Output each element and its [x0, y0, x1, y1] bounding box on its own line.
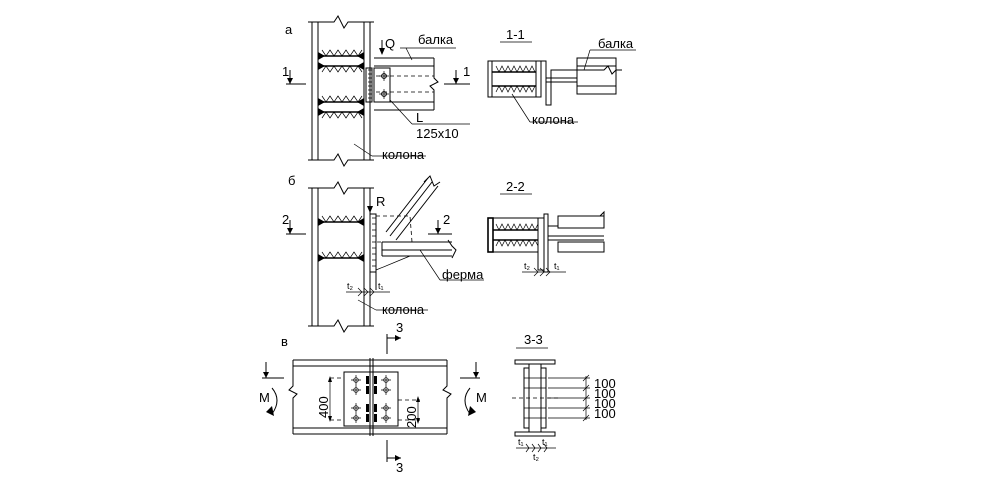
- view-b-column: [308, 181, 374, 333]
- view-a-load-label: Q: [385, 36, 395, 51]
- section-1-1-title: 1-1: [506, 27, 525, 42]
- view-a-beam: балка L 125x10: [365, 32, 470, 141]
- view-b-section-label-right: 2: [443, 212, 450, 227]
- view-a-angle-size-label: 125x10: [416, 126, 459, 141]
- view-b-t1-label: t₁: [378, 281, 384, 291]
- section-1-1-beam-label: балка: [598, 36, 634, 51]
- section-1-1: 1-1 балка колона: [487, 27, 636, 127]
- section-3-3-spacing-3: 100: [594, 396, 616, 411]
- section-3-3-t1b-label: t₁: [542, 437, 548, 447]
- section-3-3-spacing-2: 100: [594, 386, 616, 401]
- view-a-section-label-right: 1: [463, 64, 470, 79]
- view-v-dim-200: 200: [404, 396, 420, 428]
- section-2-2: 2-2 t₂ t₁: [487, 179, 605, 277]
- view-v-beam-splice: в: [259, 320, 487, 475]
- view-b-section-marker-right: 2: [428, 212, 452, 235]
- view-a-beam-label: балка: [418, 32, 454, 47]
- view-b-truss-to-column-connection: б 2 2: [282, 173, 484, 333]
- section-3-3-t1a-label: t₁: [518, 437, 524, 447]
- view-a-beam-to-column-connection: а: [282, 15, 470, 167]
- view-v-section-marker-bottom: 3: [386, 440, 403, 475]
- view-a-column: [308, 15, 374, 167]
- view-b-truss-label: ферма: [442, 267, 484, 282]
- section-3-3: 3-3 100 100 100 100 t₁ t₁ t₂: [512, 332, 616, 462]
- view-b-column-label: колона: [382, 302, 425, 317]
- view-v-dim-400: 400: [316, 376, 332, 422]
- view-v-letter: в: [281, 334, 288, 349]
- section-2-2-t2-label: t₂: [524, 261, 531, 271]
- view-b-diagonal-member: [385, 175, 441, 241]
- view-b-letter: б: [288, 173, 295, 188]
- view-a-column-label: колона: [382, 147, 425, 162]
- view-a-letter: а: [285, 22, 293, 37]
- view-b-thickness-dims: t₂ t₁: [346, 281, 390, 297]
- section-3-3-spacing-4: 100: [594, 406, 616, 421]
- view-b-t2-label: t₂: [347, 281, 354, 291]
- section-3-3-spacing-dims: 100 100 100 100: [548, 374, 616, 422]
- section-2-2-t1-label: t₁: [554, 261, 560, 271]
- view-v-section-label-top: 3: [396, 320, 403, 335]
- section-3-3-title: 3-3: [524, 332, 543, 347]
- view-b-section-label-left: 2: [282, 212, 289, 227]
- view-v-moment-right: M: [464, 387, 487, 416]
- view-v-dim-400-label: 400: [316, 396, 331, 418]
- view-b-section-marker-left: 2: [282, 212, 306, 235]
- section-3-3-t2-label: t₂: [533, 452, 540, 462]
- view-a-section-marker-left: 1: [282, 64, 306, 85]
- view-v-section-marker-top: 3: [386, 320, 403, 354]
- view-v-moment-label-right: M: [476, 390, 487, 405]
- view-b-reaction-label: R: [376, 194, 385, 209]
- view-v-moment-left: M: [259, 387, 278, 416]
- view-b-reaction-arrow: R: [367, 194, 385, 213]
- section-2-2-title: 2-2: [506, 179, 525, 194]
- view-b-bottom-chord: [375, 239, 457, 271]
- view-v-moment-label-left: M: [259, 390, 270, 405]
- view-a-load-arrow: Q: [379, 36, 395, 55]
- section-3-3-spacing-1: 100: [594, 376, 616, 391]
- view-a-section-marker-right: 1: [444, 64, 470, 85]
- section-1-1-column-label: колона: [532, 112, 575, 127]
- view-a-angle-shape-label: L: [416, 110, 423, 125]
- view-b-gusset: [369, 213, 413, 290]
- section-3-3-thickness-dims: t₁ t₁ t₂: [516, 437, 556, 462]
- view-v-section-label-bottom: 3: [396, 460, 403, 475]
- view-v-bolt-group: [351, 375, 391, 423]
- view-v-dim-200-label: 200: [404, 406, 419, 428]
- view-a-section-label-left: 1: [282, 64, 289, 79]
